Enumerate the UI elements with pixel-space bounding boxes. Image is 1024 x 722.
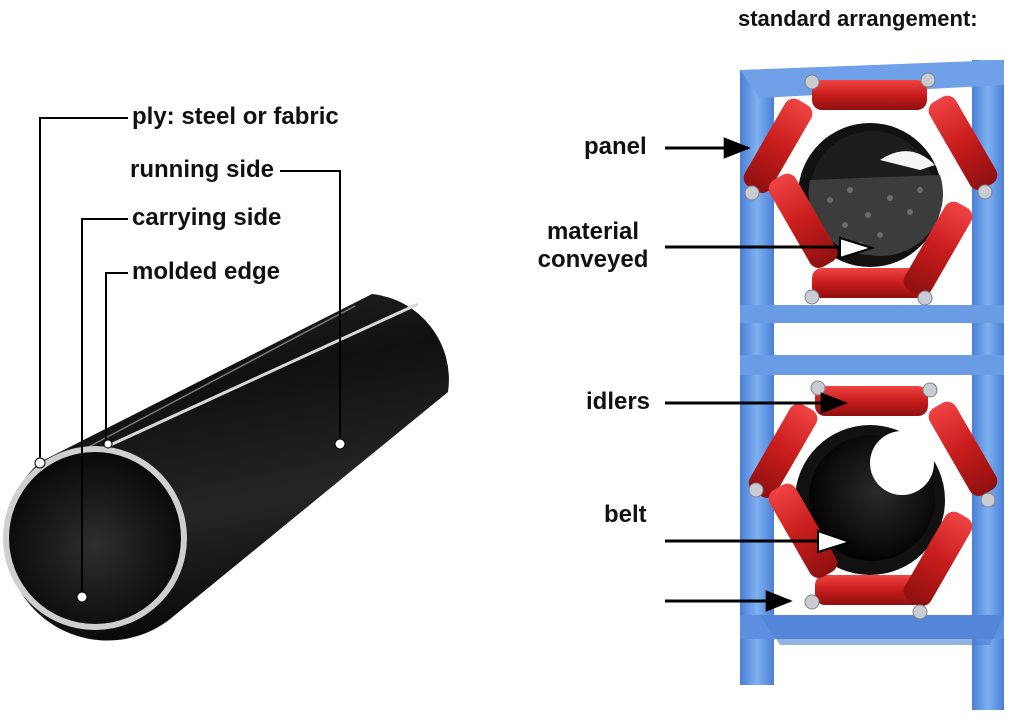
upper-idler-top-left xyxy=(743,98,813,193)
label-idlers: idlers xyxy=(586,388,651,415)
label-belt: belt xyxy=(604,501,647,528)
frame-rail-middle-upper xyxy=(740,305,1004,323)
lower-idler-bottom-left xyxy=(768,483,838,578)
arrow-right-hollow-icon xyxy=(665,529,854,554)
pipe-seam xyxy=(107,302,419,448)
diagram-title: standard arrangement: xyxy=(738,6,978,31)
lower-idler-set xyxy=(748,380,998,620)
upper-idler-top xyxy=(812,80,927,110)
label-material-line-1: material xyxy=(546,218,640,245)
label-running-side: running side xyxy=(130,156,274,183)
pipe-leader-dots xyxy=(34,438,346,603)
upper-idler-top-right xyxy=(928,95,998,190)
label-ply: ply: steel or fabric xyxy=(132,103,339,130)
upper-idler-bottom-left xyxy=(768,173,838,268)
upper-idler-bottom xyxy=(812,268,927,298)
arrangement-arrows xyxy=(665,137,876,612)
pipe-belt-illustration xyxy=(3,294,449,641)
frame-rail-middle-lower xyxy=(740,355,1004,375)
lower-idler-bottom xyxy=(815,575,928,605)
lower-idler-top-left xyxy=(748,403,818,498)
lower-idler-top xyxy=(815,386,928,416)
arrangement-illustration xyxy=(740,60,1004,710)
label-molded-edge: molded edge xyxy=(132,258,281,285)
leader-ply xyxy=(39,117,128,462)
pipe-end-opening xyxy=(9,452,181,624)
upper-idler-bottom-right xyxy=(903,201,973,296)
lower-idler-top-right xyxy=(928,401,998,496)
upper-idler-set xyxy=(743,72,998,306)
label-material-conveyed: material conveyed xyxy=(528,218,658,273)
label-carrying-side: carrying side xyxy=(132,204,282,231)
label-panel: panel xyxy=(584,133,647,160)
frame-top xyxy=(740,60,1004,98)
leader-carrying-side xyxy=(81,218,128,597)
pipe-leader-lines xyxy=(39,117,341,597)
material-conveyed-fill xyxy=(808,175,943,256)
leader-molded-edge xyxy=(105,272,128,444)
label-material-line-2: conveyed xyxy=(537,245,649,273)
lower-idler-bottom-right xyxy=(903,511,973,606)
leader-running-side xyxy=(280,170,341,444)
arrow-right-hollow-icon xyxy=(665,236,876,260)
